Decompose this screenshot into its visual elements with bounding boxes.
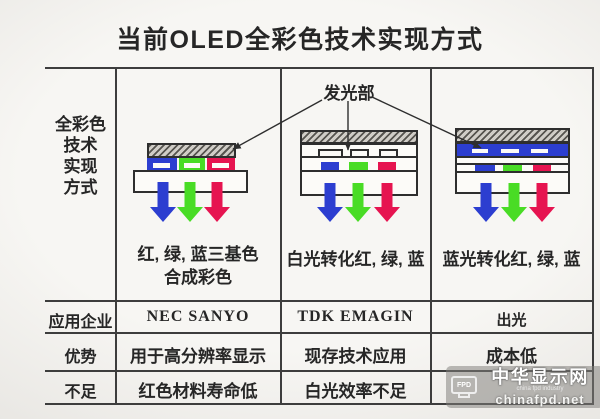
- company-white: TDK EMAGIN: [297, 308, 414, 325]
- c3-green-filter: [503, 165, 522, 172]
- weakness-white: 白光效率不足: [304, 382, 407, 401]
- row-label-company: 应用企业: [48, 314, 113, 331]
- c3-dash-1: [472, 149, 488, 153]
- c2-red-arrow: [374, 183, 400, 222]
- c3-blue-arrow: [473, 183, 499, 222]
- table-line-row-advantage: [45, 332, 594, 334]
- table-border-bottom: [45, 403, 594, 405]
- company-blue: 出光: [496, 312, 527, 329]
- table-border-right: [592, 67, 594, 405]
- table-divider-1: [115, 67, 117, 405]
- c1-blue-block: [147, 157, 177, 172]
- emitter-pointer-right: [371, 96, 482, 149]
- c1-green-arrow: [177, 182, 203, 222]
- emitter-pointer-left: [232, 99, 323, 150]
- c3-red-arrow: [529, 183, 555, 222]
- row-header-method: 全彩色 技术 实现 方式: [55, 115, 106, 197]
- c2-blue-arrow: [317, 183, 343, 222]
- watermark-domain: chinafpd.net: [495, 391, 585, 407]
- caption-blue-conversion: 蓝光转化红, 绿, 蓝: [442, 250, 581, 269]
- table-divider-2: [280, 67, 282, 405]
- company-rgb: NEC SANYO: [146, 308, 250, 325]
- watermark: FPD 中华显示网 china fpd industry chinafpd.ne…: [446, 366, 600, 408]
- c1-blue-arrow: [150, 182, 176, 222]
- page-title: 当前OLED全彩色技术实现方式: [116, 26, 484, 54]
- emitter-label: 发光部: [323, 84, 375, 103]
- row-label-advantage: 优势: [64, 349, 97, 366]
- caption-white-conversion: 白光转化红, 绿, 蓝: [286, 250, 425, 269]
- c1-red-dash: [212, 163, 229, 168]
- advantage-white: 现存技术应用: [304, 347, 407, 366]
- c3-green-arrow: [501, 183, 527, 222]
- c3-blue-filter: [475, 165, 495, 172]
- table-line-row-weakness: [45, 370, 594, 372]
- c2-green-arrow: [345, 183, 371, 222]
- advantage-rgb: 用于高分辨率显示: [130, 347, 266, 366]
- c3-dash-3: [531, 149, 548, 153]
- c1-hatched-layer: [147, 143, 236, 158]
- table-border-top: [45, 67, 594, 69]
- advantage-blue: 成本低: [486, 347, 537, 366]
- watermark-tagline: china fpd industry: [516, 385, 564, 392]
- c2-green-filter: [349, 162, 368, 170]
- c2-red-filter: [378, 162, 396, 170]
- c1-red-arrow: [204, 182, 230, 222]
- row-label-weakness: 不足: [64, 384, 97, 401]
- weakness-rgb: 红色材料寿命低: [138, 382, 258, 401]
- c1-green-block: [179, 157, 205, 172]
- c2-blue-filter: [321, 162, 339, 170]
- watermark-site-name: 中华显示网: [491, 366, 589, 387]
- c3-red-filter: [533, 165, 551, 172]
- fpd-monitor-icon: FPD: [451, 376, 477, 398]
- c1-green-dash: [184, 163, 200, 168]
- table-line-row-company: [45, 300, 594, 302]
- c1-blue-dash: [153, 163, 170, 168]
- c3-dash-2: [501, 149, 519, 153]
- c1-red-block: [207, 157, 235, 172]
- caption-rgb: 红, 绿, 蓝三基色 合成彩色: [137, 245, 259, 287]
- table-divider-3: [430, 67, 432, 405]
